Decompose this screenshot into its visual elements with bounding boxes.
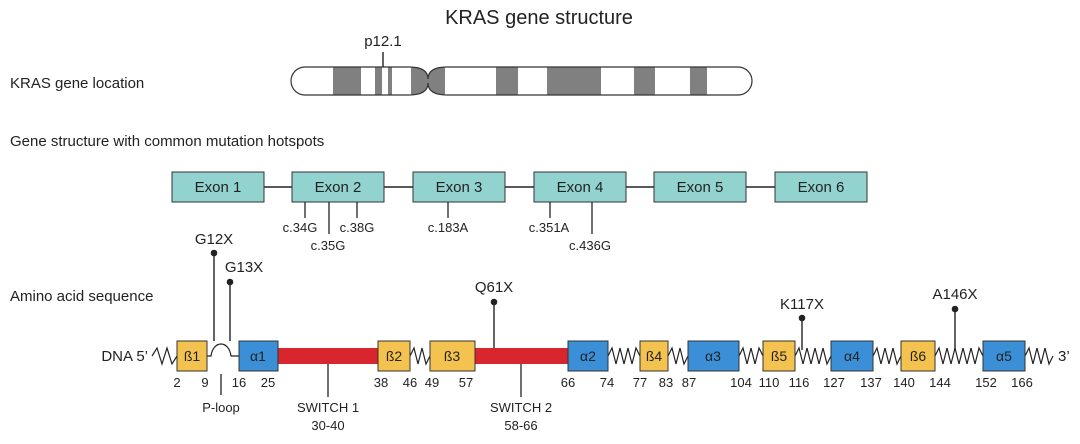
residue-position: 16 (232, 375, 246, 390)
residue-position: 38 (374, 375, 388, 390)
dna-end-label: 3’ (1058, 348, 1070, 365)
residue-position: 2 (173, 375, 180, 390)
band-label: p12.1 (364, 33, 402, 50)
residue-position: 144 (929, 375, 951, 390)
mutation-label: c.35G (311, 238, 346, 253)
svg-text:K117X: K117X (780, 296, 824, 313)
svg-text:Exon 1: Exon 1 (195, 179, 242, 196)
chromosome-band (375, 67, 382, 95)
dna-start-label: DNA 5’ (101, 348, 148, 365)
svg-text:Exon 3: Exon 3 (436, 179, 483, 196)
chromosome-band (496, 67, 518, 95)
switch-2-label: SWITCH 2 (490, 400, 552, 415)
svg-text:ß6: ß6 (910, 348, 927, 364)
beta-strand-4: ß4 (639, 340, 669, 372)
residue-position: 166 (1011, 375, 1033, 390)
switch-2-range: 58-66 (504, 418, 537, 433)
svg-text:Exon 5: Exon 5 (677, 179, 724, 196)
alpha-helix-5: α5 (982, 340, 1026, 372)
residue-position: 87 (682, 375, 696, 390)
svg-text:α4: α4 (844, 348, 860, 364)
residue-position: 77 (633, 375, 647, 390)
exon-1: Exon 1 (171, 171, 265, 203)
switch-1-bar (278, 348, 378, 364)
svg-text:Exon 2: Exon 2 (315, 179, 362, 196)
page-title: KRAS gene structure (445, 7, 633, 29)
svg-text:ß2: ß2 (386, 348, 403, 364)
mutation-label: c.38G (340, 220, 375, 235)
svg-text:A146X: A146X (932, 286, 977, 303)
svg-text:ß1: ß1 (184, 348, 201, 364)
residue-position: 46 (403, 375, 417, 390)
residue-position: 25 (261, 375, 275, 390)
switch-1-label: SWITCH 1 (297, 400, 359, 415)
hotspot-q61x: Q61X (475, 279, 513, 348)
svg-text:G12X: G12X (195, 231, 233, 248)
svg-text:Q61X: Q61X (475, 279, 513, 296)
mutation-label: c.436G (569, 238, 611, 253)
residue-position: 104 (730, 375, 752, 390)
hotspot-g13x: G13X (225, 259, 263, 341)
beta-strand-6: ß6 (900, 340, 936, 372)
alpha-helix-3: α3 (687, 340, 740, 372)
svg-text:α2: α2 (580, 348, 596, 364)
hotspot-g12x: G12X (195, 231, 233, 341)
alpha-helix-2: α2 (567, 340, 609, 372)
beta-strand-2: ß2 (377, 340, 411, 372)
chromosome-band (388, 67, 392, 95)
svg-text:Exon 6: Exon 6 (798, 179, 845, 196)
chromosome-band (547, 67, 601, 95)
svg-text:Exon 4: Exon 4 (557, 179, 604, 196)
residue-position: 9 (201, 375, 208, 390)
svg-text:ß4: ß4 (646, 348, 663, 364)
residue-position: 140 (893, 375, 915, 390)
residue-position: 152 (975, 375, 997, 390)
exon-5: Exon 5 (653, 171, 747, 203)
beta-strand-5: ß5 (762, 340, 796, 372)
residue-position: 74 (600, 375, 614, 390)
residue-position: 116 (789, 375, 810, 390)
svg-text:G13X: G13X (225, 259, 263, 276)
mutation-label: c.351A (529, 220, 570, 235)
hotspot-k117x: K117X (780, 296, 824, 350)
switch-2-bar (475, 348, 568, 364)
amino-acid-label: Amino acid sequence (10, 288, 153, 305)
switch-1-range: 30-40 (311, 418, 344, 433)
exon-6: Exon 6 (774, 171, 868, 203)
mutation-label: c.183A (428, 220, 469, 235)
alpha-helix-1: α1 (238, 340, 279, 372)
svg-text:α1: α1 (250, 348, 266, 364)
exon-3: Exon 3 (412, 171, 506, 203)
exon-4: Exon 4 (533, 171, 627, 203)
residue-position: 137 (860, 375, 882, 390)
svg-text:α5: α5 (996, 348, 1012, 364)
residue-position: 127 (823, 375, 845, 390)
residue-position: 49 (425, 375, 439, 390)
svg-text:ß5: ß5 (771, 348, 788, 364)
svg-text:ß3: ß3 (444, 348, 461, 364)
protein-track: DNA 5’ 3’ ß1 α1 ß2 ß3 (101, 231, 1069, 433)
beta-strand-1: ß1 (176, 340, 208, 372)
residue-position: 83 (659, 375, 673, 390)
residue-position: 110 (759, 375, 780, 390)
chromosome: p12.1 (290, 33, 753, 96)
chromosome-band (690, 67, 707, 95)
hotspot-a146x: A146X (932, 286, 978, 350)
gene-location-label: KRAS gene location (10, 75, 144, 92)
alpha-helix-4: α4 (830, 340, 874, 372)
residue-position: 57 (459, 375, 473, 390)
beta-strand-3: ß3 (429, 340, 476, 372)
gene-structure-label: Gene structure with common mutation hots… (10, 133, 324, 150)
mutation-label: c.34G (283, 220, 318, 235)
svg-text:α3: α3 (705, 348, 721, 364)
chromosome-band (333, 67, 361, 95)
p-loop-label: P-loop (202, 400, 240, 415)
exon-2: Exon 2 (291, 171, 385, 203)
exon-track: Exon 1 Exon 2 Exon 3 Exon 4 Exon 5 Exon … (171, 171, 868, 253)
residue-position: 66 (561, 375, 575, 390)
chromosome-band (634, 67, 655, 95)
